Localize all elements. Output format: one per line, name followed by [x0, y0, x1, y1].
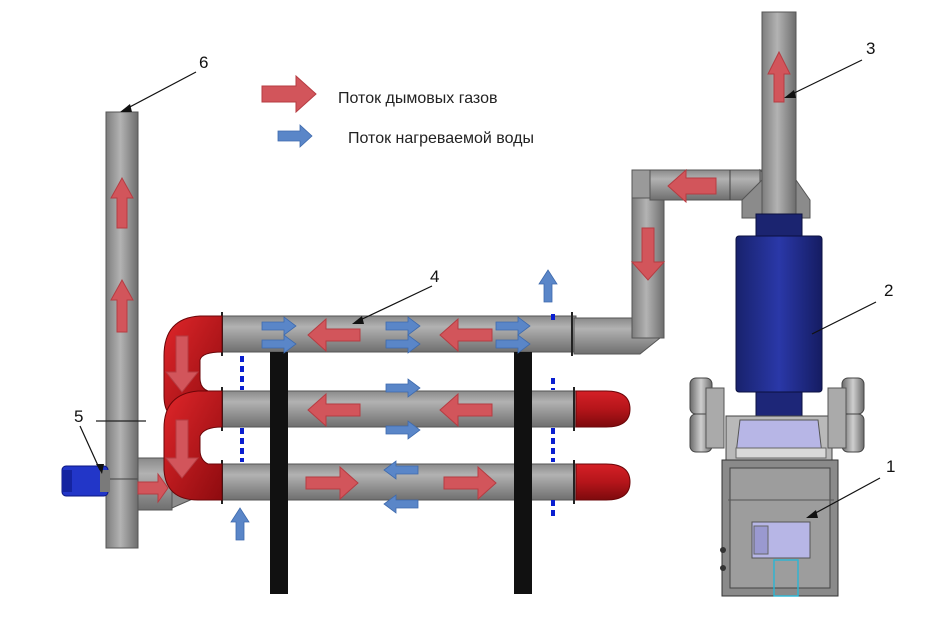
callout-5: 5: [74, 407, 83, 426]
return-end-caps: [575, 390, 631, 501]
callout-4: 4: [430, 267, 439, 286]
left-return-elbows: [163, 315, 223, 501]
inner-water-lines: [240, 314, 555, 516]
exhaust-stack: [741, 11, 811, 219]
silencer: [735, 213, 823, 417]
legend-flue-arrow: [261, 74, 317, 114]
water-flow-arrows: [230, 124, 558, 541]
legend-flue-gas-text: Поток дымовых газов: [338, 90, 497, 107]
exchanger-supports: [270, 352, 532, 594]
legend-water-text: Поток нагреваемой воды: [348, 130, 534, 147]
callout-leaders: [79, 59, 881, 517]
callout-2: 2: [884, 281, 893, 300]
flue-gas-arrows: [110, 50, 791, 504]
callout-1: 1: [886, 457, 895, 476]
callout-6: 6: [199, 53, 208, 72]
circulation-pump: [61, 465, 110, 497]
callout-3: 3: [866, 39, 875, 58]
boiler: [689, 377, 865, 597]
callout-arrowheads: [96, 90, 818, 518]
